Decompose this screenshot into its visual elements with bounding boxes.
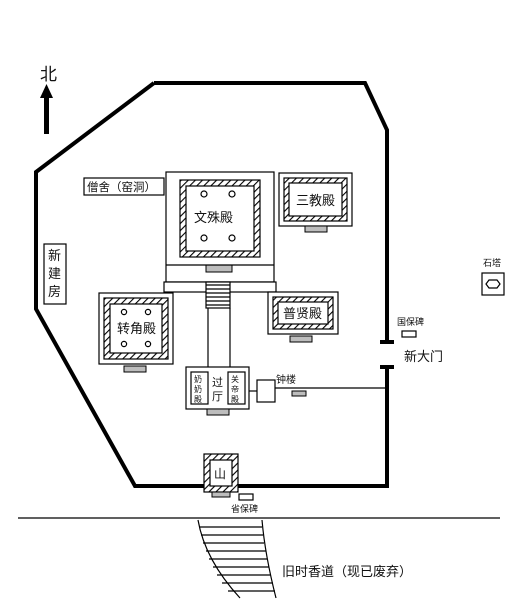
monk-quarters: 僧舍（窑洞） bbox=[83, 177, 165, 196]
guoting-char-2: 厅 bbox=[212, 390, 223, 403]
guandi-hall-char-2: 帝 bbox=[231, 384, 239, 394]
wenshu-hall-label: 文殊殿 bbox=[194, 211, 233, 226]
new-building-char-3: 房 bbox=[48, 284, 61, 300]
nainai-hall-char-1: 奶 bbox=[194, 374, 202, 384]
new-building-char-1: 新 bbox=[48, 248, 61, 264]
sanjiao-hall-label: 三教殿 bbox=[296, 193, 335, 209]
wenshu-hall: 文殊殿 bbox=[165, 171, 275, 283]
nainai-hall-char-3: 殿 bbox=[194, 395, 202, 404]
north-arrow-icon bbox=[40, 84, 53, 134]
national-stele: 国保碑 bbox=[397, 316, 424, 338]
national-stele-label: 国保碑 bbox=[397, 316, 424, 328]
monk-quarters-label: 僧舍（窑洞） bbox=[87, 180, 156, 194]
bell-tower-label: 钟楼 bbox=[276, 373, 296, 386]
new-building: 新 建 房 bbox=[43, 243, 67, 305]
north-label: 北 bbox=[40, 65, 57, 85]
old-pilgrim-path: 旧时香道（现已废弃） bbox=[197, 519, 412, 599]
bell-tower: 钟楼 bbox=[249, 373, 387, 403]
provincial-stele-label: 省保碑 bbox=[231, 503, 258, 515]
provincial-stele: 省保碑 bbox=[231, 493, 258, 515]
zhuanjiao-hall: 转角殿 bbox=[98, 292, 174, 373]
new-main-gate-label: 新大门 bbox=[404, 349, 443, 365]
zhuanjiao-hall-label: 转角殿 bbox=[117, 322, 156, 337]
mountain-gate: 山 bbox=[203, 453, 239, 498]
puxian-hall: 普贤殿 bbox=[267, 291, 339, 343]
puxian-hall-label: 普贤殿 bbox=[283, 307, 322, 322]
guandi-hall-char-1: 关 bbox=[231, 374, 239, 384]
guandi-hall-char-3: 殿 bbox=[231, 395, 239, 404]
stone-pagoda-label: 石塔 bbox=[483, 257, 501, 269]
pagoda-icon bbox=[485, 279, 501, 289]
sanjiao-hall: 三教殿 bbox=[278, 172, 353, 233]
guoting-char-1: 过 bbox=[212, 376, 223, 389]
nainai-hall-char-2: 奶 bbox=[194, 384, 202, 394]
compound-wall bbox=[34, 81, 394, 488]
stone-pagoda: 石塔 bbox=[481, 257, 505, 296]
new-building-char-2: 建 bbox=[48, 267, 61, 282]
old-pilgrim-path-label: 旧时香道（现已废弃） bbox=[282, 564, 412, 580]
passage-hall-complex: 奶 奶 殿 过 厅 关 帝 殿 bbox=[185, 366, 250, 416]
stair-platform bbox=[163, 281, 277, 367]
mountain-gate-label: 山 bbox=[214, 467, 226, 481]
